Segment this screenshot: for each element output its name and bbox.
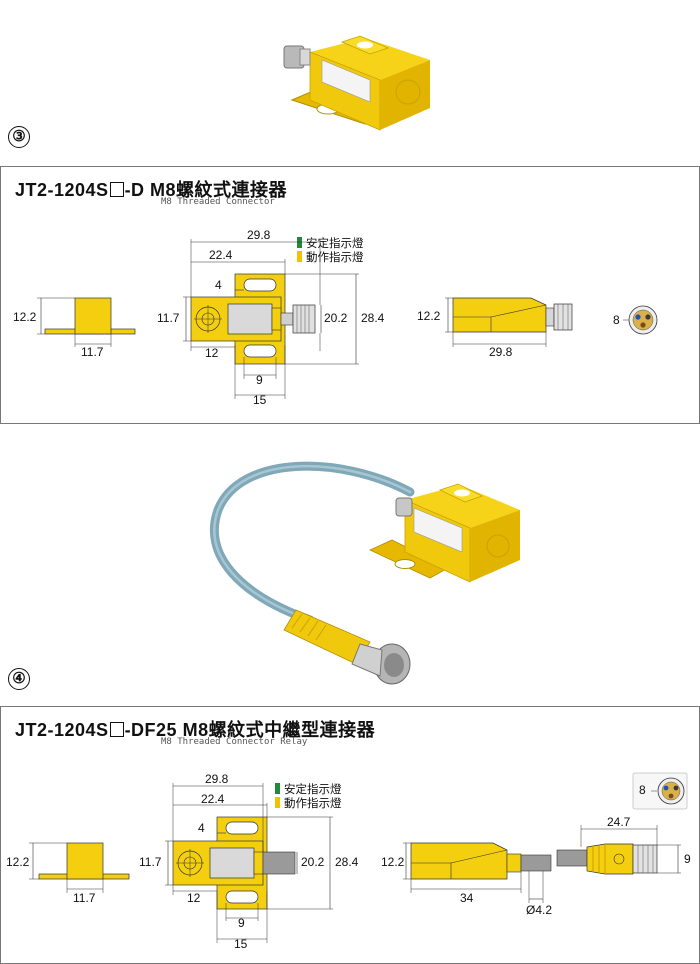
front-view [403,842,552,903]
yellow-indicator-icon [297,251,302,262]
dim-side-height: 12.2 [13,310,37,324]
dim-face-width: 12 [205,346,219,360]
section-3-drawings [37,239,658,399]
green-indicator-icon [275,783,280,794]
dim-side-width: 11.7 [73,891,96,905]
dim-side-height: 12.2 [6,855,30,869]
section-4-drawings [29,772,688,943]
legend-action: 動作指示燈 [275,795,342,811]
top-view [165,783,333,943]
dim-body-height: 28.4 [361,311,385,325]
dim-top-total: 29.8 [247,228,271,242]
dim-slot-width: 4 [215,278,222,292]
dim-slot-pitch: 9 [238,916,245,930]
title-placeholder-box [109,722,124,737]
top-view [183,239,359,399]
section-4-subtitle: M8 Threaded Connector Relay [161,737,308,747]
side-view [37,297,136,347]
product-photo-3 [270,30,440,140]
legend-action: 動作指示燈 [297,249,364,265]
section-4-title: JT2-1204S -DF25 M8螺紋式中繼型連接器 [15,716,375,742]
dim-plug-height: 9 [684,852,691,866]
dim-connector-dia: 8 [613,313,620,327]
section-3-panel: JT2-1204S -D M8螺紋式連接器 M8 Threaded Connect… [0,166,700,424]
dim-cable-dia: Ø4.2 [526,903,553,917]
dim-base-width: 15 [234,937,248,951]
dim-top-inner: 22.4 [209,248,233,262]
relay-plug [556,825,681,875]
dim-side-width: 11.7 [81,345,104,359]
dim-front-height: 12.2 [381,855,405,869]
front-view [445,297,573,347]
legend-stable: 安定指示燈 [297,235,364,251]
dim-left-height: 11.7 [157,311,180,325]
connector-face [632,772,688,810]
legend-stable: 安定指示燈 [275,781,342,797]
dim-slot-width: 4 [198,821,205,835]
green-indicator-icon [297,237,302,248]
side-view [29,842,130,893]
yellow-indicator-icon [275,797,280,808]
dim-thread: 20.2 [301,855,325,869]
dim-plug-length: 24.7 [607,815,631,829]
dim-front-length: 29.8 [489,345,513,359]
title-placeholder-box [109,182,124,197]
dim-slot-pitch: 9 [256,373,263,387]
dim-body-height: 28.4 [335,855,359,869]
title-rest: -D M8螺紋式連接器 [124,180,288,200]
dim-left-height: 11.7 [139,855,162,869]
product-photo-4 [200,460,540,700]
dim-front-length: 34 [460,891,474,905]
section-4-badge: ④ [8,668,30,690]
dim-connector-dia: 8 [639,783,646,797]
title-rest: -DF25 M8螺紋式中繼型連接器 [124,720,376,740]
section-3-title: JT2-1204S -D M8螺紋式連接器 [15,176,287,202]
dim-top-total: 29.8 [205,772,229,786]
dim-front-height: 12.2 [417,309,441,323]
title-model: JT2-1204S [15,180,109,200]
dim-thread: 20.2 [324,311,348,325]
dim-base-width: 15 [253,393,267,407]
dim-face-width: 12 [187,891,201,905]
connector-face [623,305,658,335]
title-model: JT2-1204S [15,720,109,740]
section-4-panel: JT2-1204S -DF25 M8螺紋式中繼型連接器 M8 Threaded C… [0,706,700,964]
dim-top-inner: 22.4 [201,792,225,806]
section-3-subtitle: M8 Threaded Connector [161,197,275,207]
section-3-badge: ③ [8,126,30,148]
